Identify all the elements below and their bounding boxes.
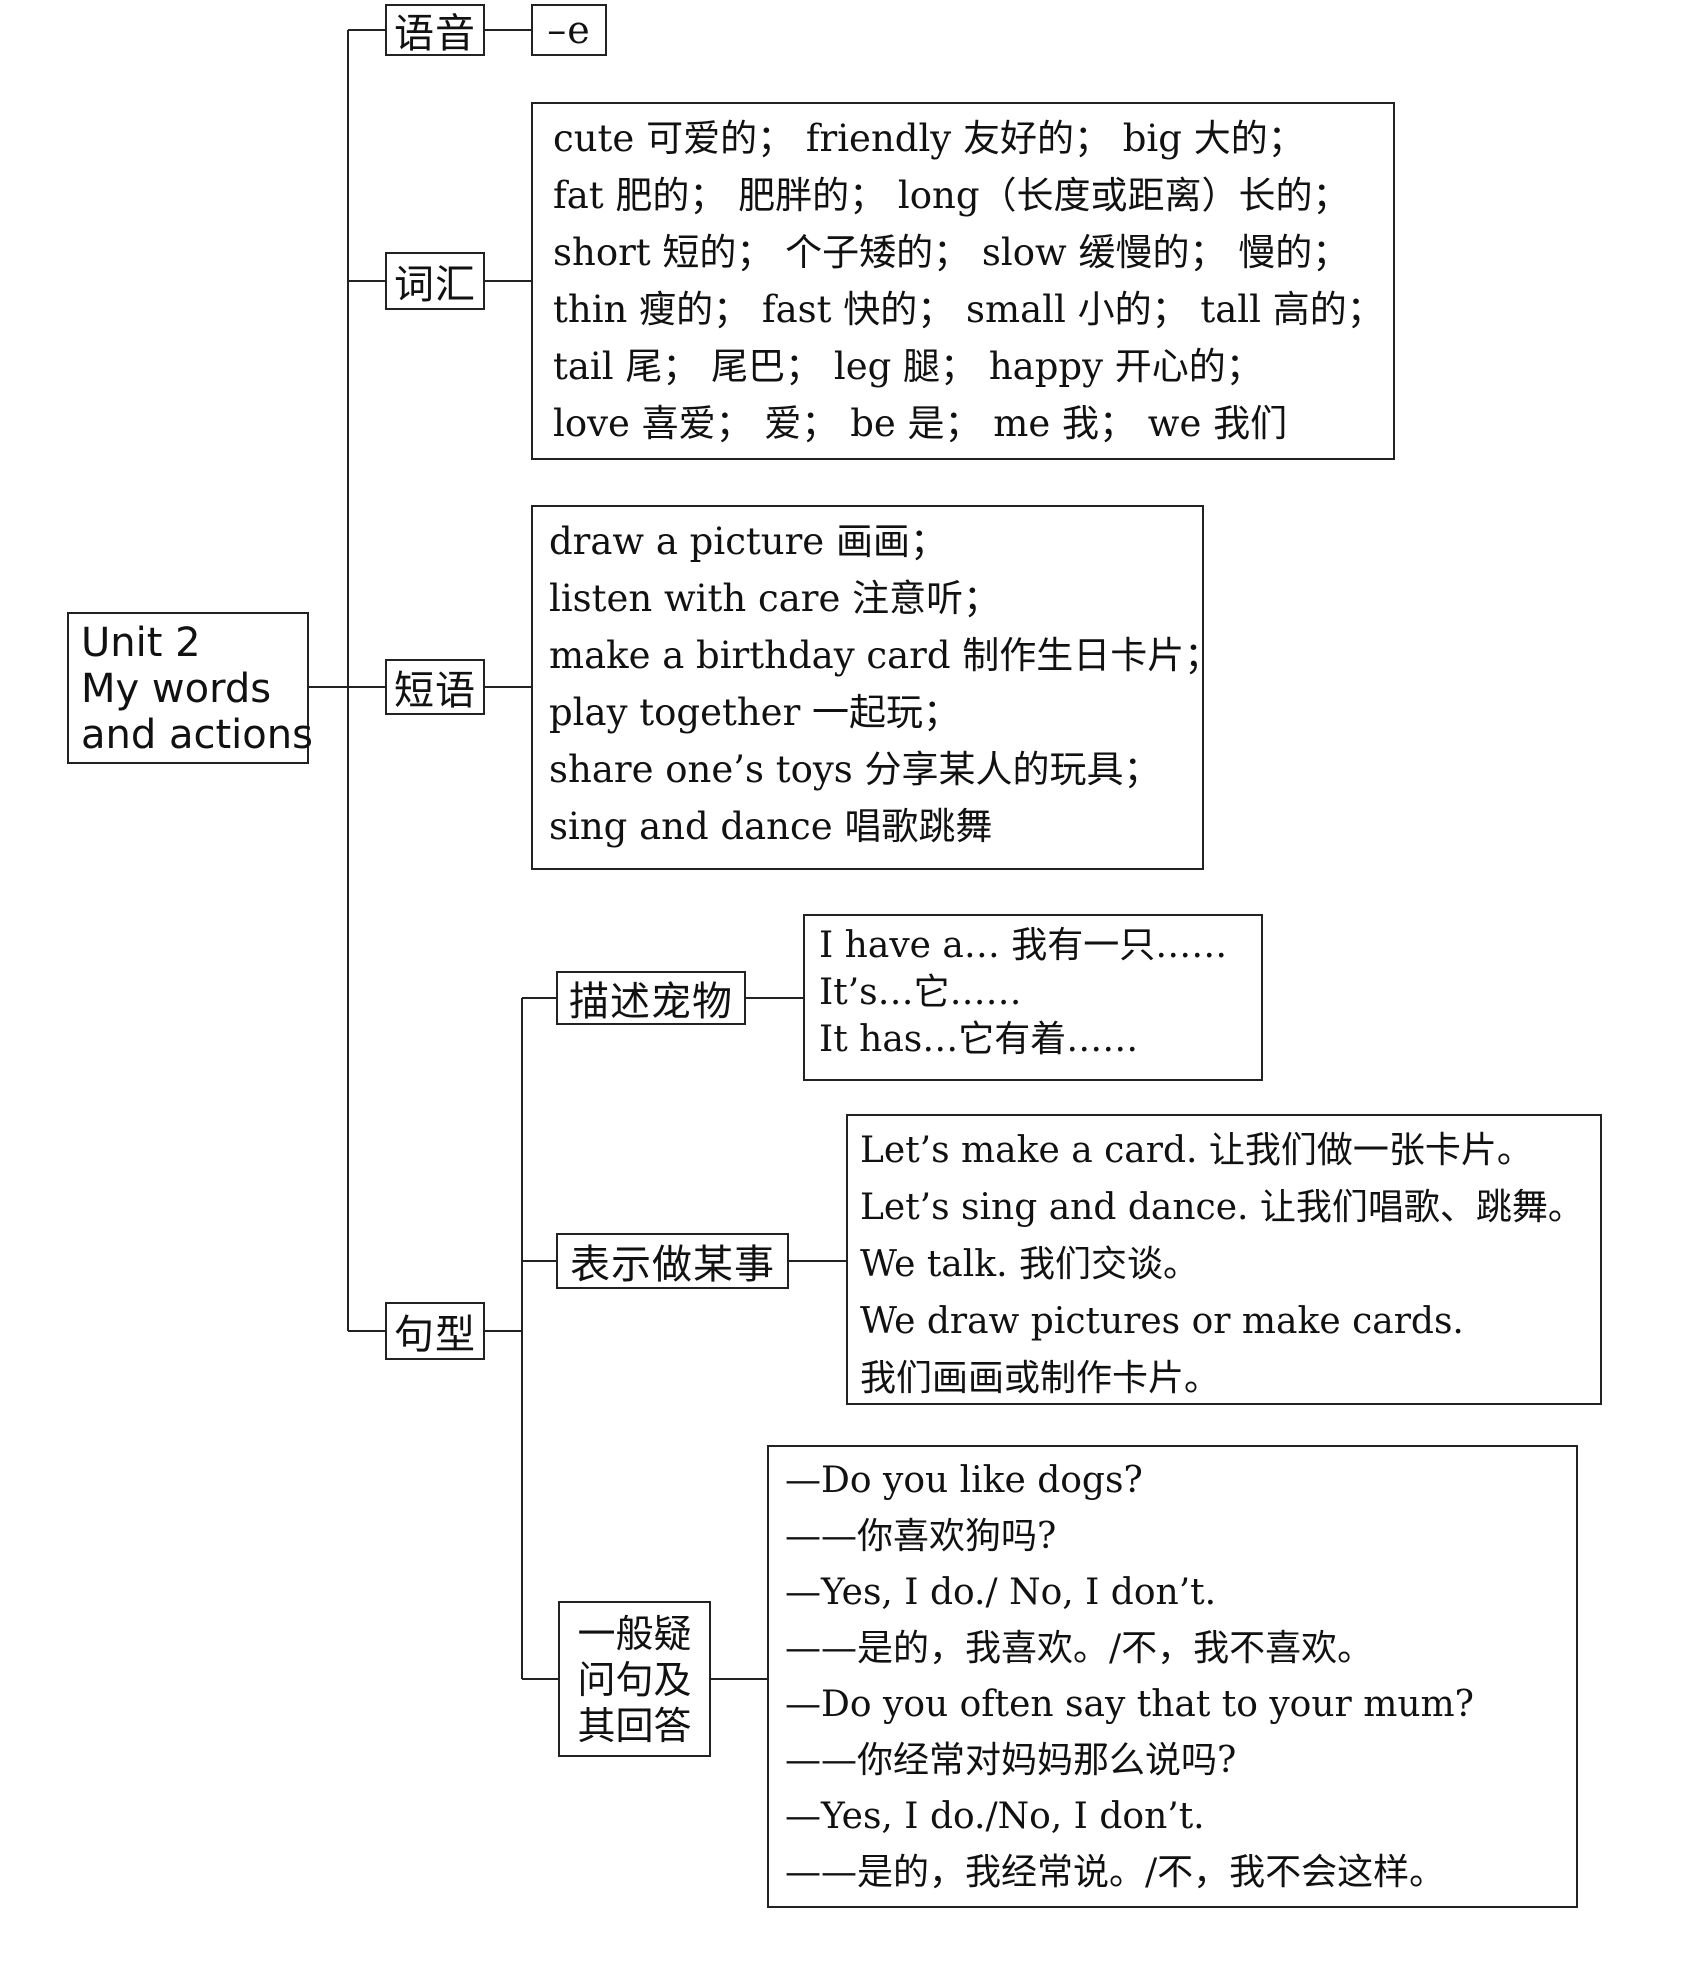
doing-something-line: 我们画画或制作卡片。 — [860, 1358, 1221, 1399]
root-title-line: My words — [81, 666, 272, 712]
qa-line: ——你喜欢狗吗? — [785, 1516, 1057, 1557]
phrase-line: make a birthday card 制作生日卡片； — [549, 634, 1222, 677]
vocabulary-label: 词汇 — [385, 252, 485, 310]
sentences-label-text: 句型 — [394, 1312, 476, 1358]
vocabulary-line: thin 瘦的； fast 快的； small 小的； tall 高的； — [553, 288, 1384, 331]
describe-pet-line: It has…它有着…… — [819, 1019, 1139, 1060]
describe-pet-content-box: I have a… 我有一只…… It’s…它…… It has…它有着…… — [803, 914, 1263, 1081]
doing-something-line: Let’s make a card. 让我们做一张卡片。 — [860, 1130, 1533, 1171]
doing-something-line: We draw pictures or make cards. — [860, 1301, 1464, 1342]
root-title-line: Unit 2 — [81, 620, 201, 666]
phrase-line: draw a picture 画画； — [549, 520, 947, 563]
phonetics-content-box: –e — [531, 4, 607, 56]
vocabulary-content-box: cute 可爱的； friendly 友好的； big 大的； fat 肥的； … — [531, 102, 1395, 460]
qa-line: —Do you often say that to your mum? — [785, 1684, 1474, 1725]
phonetics-content: –e — [547, 8, 591, 52]
qa-line: —Yes, I do./ No, I don’t. — [785, 1572, 1217, 1613]
general-questions-content-box: —Do you like dogs? ——你喜欢狗吗? —Yes, I do./… — [767, 1445, 1578, 1908]
qa-line: —Yes, I do./No, I don’t. — [785, 1796, 1205, 1837]
vocabulary-line: cute 可爱的； friendly 友好的； big 大的； — [553, 117, 1305, 160]
describe-pet-line: I have a… 我有一只…… — [819, 925, 1228, 966]
general-questions-label-line: 其回答 — [577, 1704, 692, 1748]
doing-something-content-box: Let’s make a card. 让我们做一张卡片。 Let’s sing … — [846, 1114, 1602, 1405]
describe-pet-label-text: 描述宠物 — [569, 979, 733, 1025]
vocabulary-label-text: 词汇 — [394, 262, 476, 308]
phrase-line: listen with care 注意听； — [549, 577, 1001, 620]
qa-line: ——是的，我喜欢。/不，我不喜欢。 — [785, 1628, 1374, 1669]
describe-pet-line: It’s…它…… — [819, 972, 1022, 1013]
phrases-label-text: 短语 — [394, 668, 476, 714]
general-questions-label-line: 问句及 — [577, 1658, 692, 1702]
vocabulary-line: short 短的； 个子矮的； slow 缓慢的； 慢的； — [553, 231, 1350, 274]
phonetics-label-text: 语音 — [394, 11, 476, 57]
doing-something-label-text: 表示做某事 — [570, 1242, 775, 1288]
phrase-line: share one’s toys 分享某人的玩具； — [549, 748, 1161, 791]
vocabulary-line: tail 尾； 尾巴； leg 腿； happy 开心的； — [553, 345, 1263, 388]
general-questions-label: 一般疑 问句及 其回答 — [558, 1601, 711, 1757]
vocabulary-line: fat 肥的； 肥胖的； long（长度或距离）长的； — [553, 174, 1350, 217]
vocabulary-line: love 喜爱； 爱； be 是； me 我； we 我们 — [553, 402, 1288, 445]
doing-something-line: We talk. 我们交谈。 — [860, 1244, 1199, 1285]
qa-line: —Do you like dogs? — [785, 1460, 1143, 1501]
phrases-label: 短语 — [385, 659, 485, 715]
phrases-content-box: draw a picture 画画； listen with care 注意听；… — [531, 505, 1222, 870]
qa-line: ——你经常对妈妈那么说吗? — [785, 1740, 1237, 1781]
doing-something-line: Let’s sing and dance. 让我们唱歌、跳舞。 — [860, 1187, 1584, 1228]
phonetics-label: 语音 — [385, 4, 485, 57]
phrase-line: sing and dance 唱歌跳舞 — [549, 805, 993, 848]
sentences-label: 句型 — [385, 1302, 485, 1360]
root-node: Unit 2 My words and actions — [67, 612, 313, 764]
root-title-line: and actions — [81, 712, 313, 758]
phrase-line: play together 一起玩； — [549, 691, 961, 734]
qa-line: ——是的，我经常说。/不，我不会这样。 — [785, 1852, 1446, 1893]
general-questions-label-line: 一般疑 — [577, 1612, 692, 1656]
doing-something-label: 表示做某事 — [556, 1233, 789, 1289]
describe-pet-label: 描述宠物 — [556, 971, 746, 1025]
